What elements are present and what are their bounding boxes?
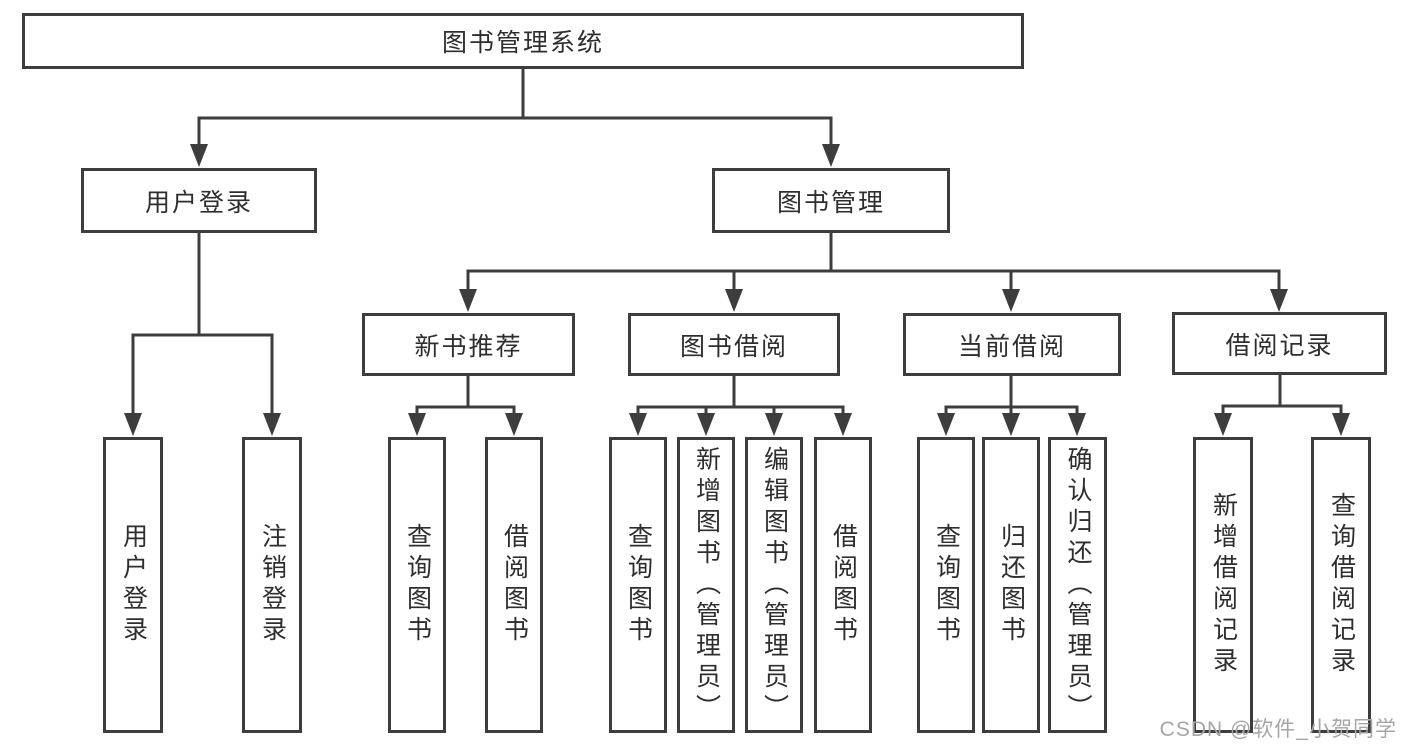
- leaf-label: 注销登录: [258, 523, 287, 647]
- node-borrow-records: 借阅记录: [1172, 312, 1387, 375]
- leaf-add-borrow-record: 新增借阅记录: [1193, 437, 1253, 733]
- node-label: 当前借阅: [957, 332, 1066, 361]
- leaf-label: 查询图书: [403, 523, 432, 647]
- leaf-label: 查询图书: [932, 523, 961, 647]
- node-book-borrow: 图书借阅: [628, 313, 840, 376]
- node-user-login: 用户登录: [81, 168, 317, 233]
- leaf-query-book: 查询图书: [917, 437, 975, 733]
- node-label: 图书管理系统: [441, 29, 604, 57]
- leaf-label: 查询图书: [624, 523, 653, 647]
- leaf-label: 借阅图书: [500, 523, 529, 647]
- node-label: 图书管理: [776, 188, 885, 217]
- node-label: 借阅记录: [1225, 331, 1334, 360]
- leaf-return-book: 归还图书: [982, 437, 1040, 733]
- node-label: 用户登录: [144, 188, 253, 217]
- node-root-library-system: 图书管理系统: [22, 13, 1024, 69]
- csdn-watermark: CSDN @软件_小贺同学: [1159, 718, 1397, 741]
- leaf-query-book: 查询图书: [388, 437, 446, 733]
- node-label: 图书借阅: [679, 332, 788, 361]
- leaf-logout: 注销登录: [242, 437, 302, 733]
- leaf-query-book: 查询图书: [609, 437, 667, 733]
- leaf-borrow-book: 借阅图书: [485, 437, 543, 733]
- node-current-borrow: 当前借阅: [903, 313, 1121, 376]
- leaf-user-login: 用户登录: [103, 437, 163, 733]
- leaf-label: 查询借阅记录: [1327, 492, 1356, 678]
- leaf-borrow-book: 借阅图书: [814, 437, 872, 733]
- leaf-label: 确认归还（管理员）: [1064, 445, 1092, 725]
- node-book-management: 图书管理: [712, 168, 950, 233]
- leaf-label: 用户登录: [119, 523, 148, 647]
- leaf-add-book-admin: 新增图书（管理员）: [677, 437, 735, 733]
- leaf-label: 归还图书: [997, 523, 1026, 647]
- leaf-edit-book-admin: 编辑图书（管理员）: [745, 437, 803, 733]
- arrowheads: [124, 144, 1350, 436]
- leaf-label: 借阅图书: [829, 523, 858, 647]
- node-new-book-recommend: 新书推荐: [362, 313, 575, 376]
- node-label: 新书推荐: [414, 332, 523, 361]
- leaf-query-borrow-record: 查询借阅记录: [1311, 437, 1371, 733]
- leaf-label: 新增借阅记录: [1209, 492, 1238, 678]
- leaf-confirm-return-admin: 确认归还（管理员）: [1048, 437, 1107, 733]
- leaf-label: 编辑图书（管理员）: [760, 445, 789, 725]
- leaf-label: 新增图书（管理员）: [692, 445, 721, 725]
